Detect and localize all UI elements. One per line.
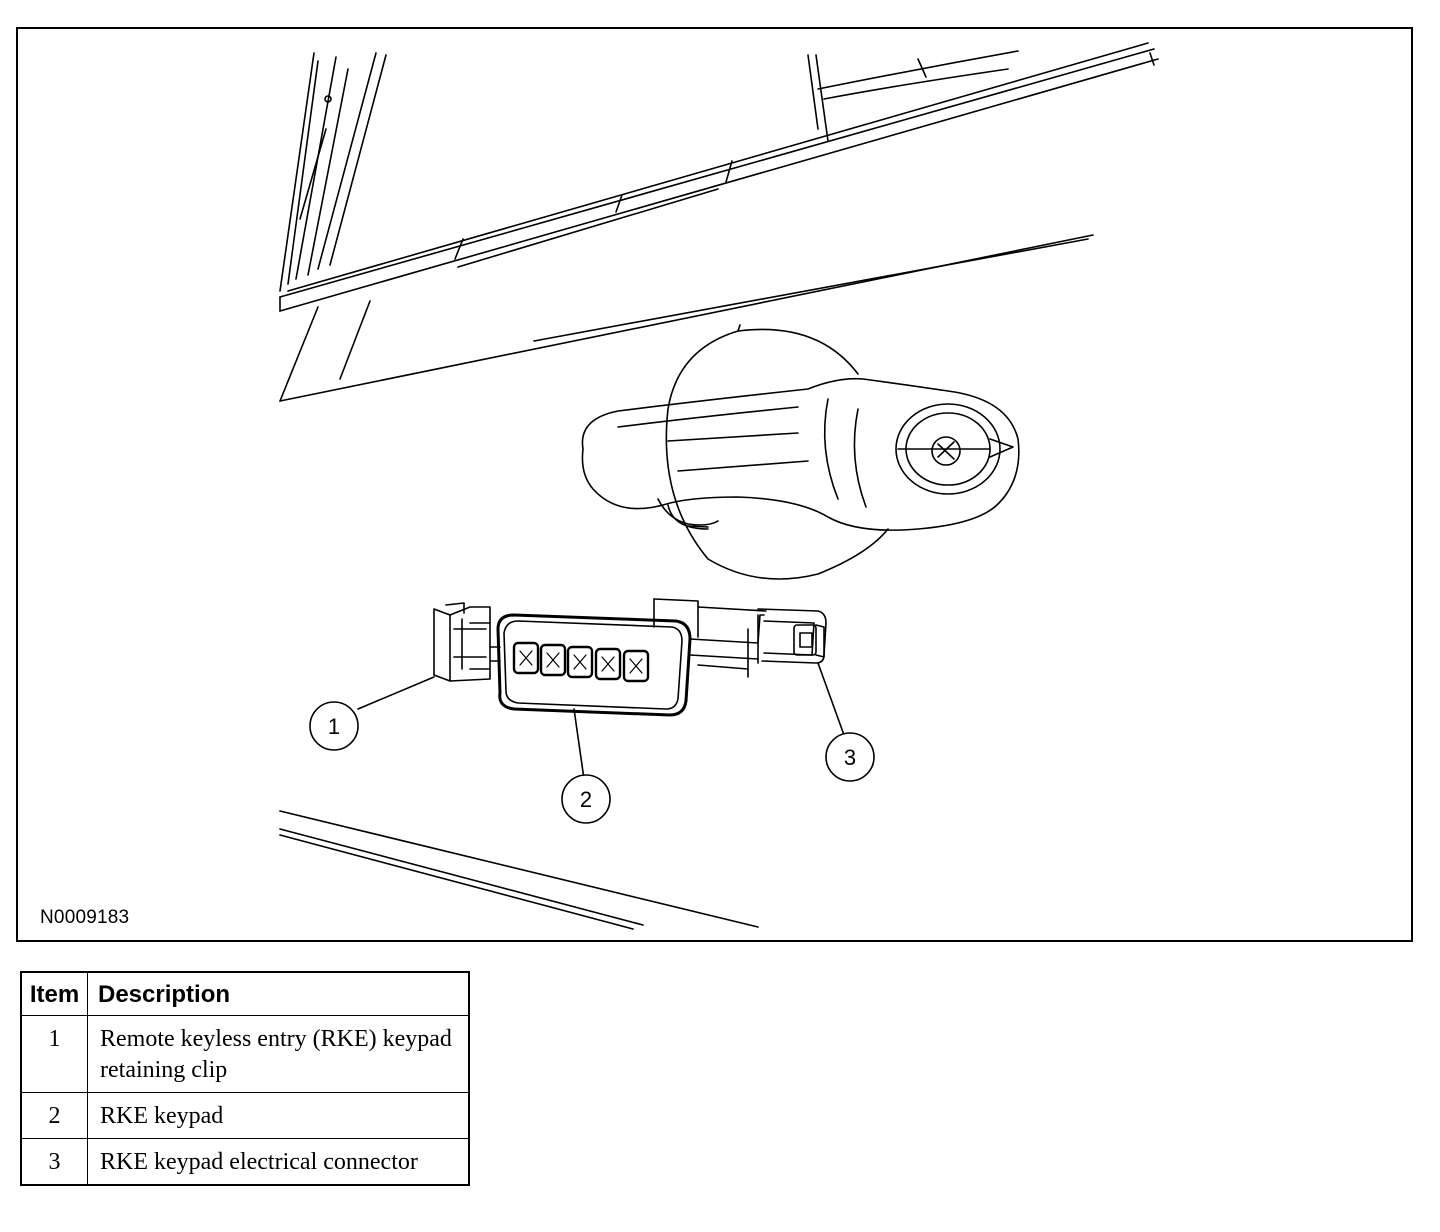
window-frame xyxy=(279,52,387,292)
legend-item-number: 1 xyxy=(20,1015,88,1093)
rke-keypad xyxy=(489,613,692,717)
legend-item-number: 3 xyxy=(20,1138,88,1186)
legend-header-description: Description xyxy=(87,971,470,1016)
legend-item-description: Remote keyless entry (RKE) keypad retain… xyxy=(87,1015,470,1093)
figure-id-label: N0009183 xyxy=(40,907,130,928)
callout-3-label: 3 xyxy=(844,745,856,770)
retaining-clip xyxy=(433,602,491,682)
belt-molding xyxy=(279,42,1159,312)
figure-frame: 1 2 3 N0009183 xyxy=(16,27,1413,942)
legend-item-description: RKE keypad electrical connector xyxy=(87,1138,470,1186)
callout-3: 3 xyxy=(825,732,875,782)
callout-1-label: 1 xyxy=(328,714,340,739)
legend-header-row: Item Description xyxy=(20,971,470,1016)
callout-2: 2 xyxy=(561,774,611,824)
door-illustration: 1 2 3 xyxy=(279,42,1159,930)
callout-1: 1 xyxy=(309,701,359,751)
callout-leaders xyxy=(357,662,845,780)
electrical-connector xyxy=(653,598,827,678)
door-panel-lines xyxy=(279,234,1094,930)
callout-2-label: 2 xyxy=(580,787,592,812)
legend-item-description: RKE keypad xyxy=(87,1092,470,1139)
keypad-buttons xyxy=(512,641,650,683)
table-row: 1 Remote keyless entry (RKE) keypad reta… xyxy=(20,1015,470,1093)
legend-table: Item Description 1 Remote keyless entry … xyxy=(20,971,470,1186)
legend-header-item: Item xyxy=(20,971,88,1016)
door-handle xyxy=(581,324,1020,580)
table-row: 2 RKE keypad xyxy=(20,1092,470,1139)
table-row: 3 RKE keypad electrical connector xyxy=(20,1138,470,1186)
legend-item-number: 2 xyxy=(20,1092,88,1139)
